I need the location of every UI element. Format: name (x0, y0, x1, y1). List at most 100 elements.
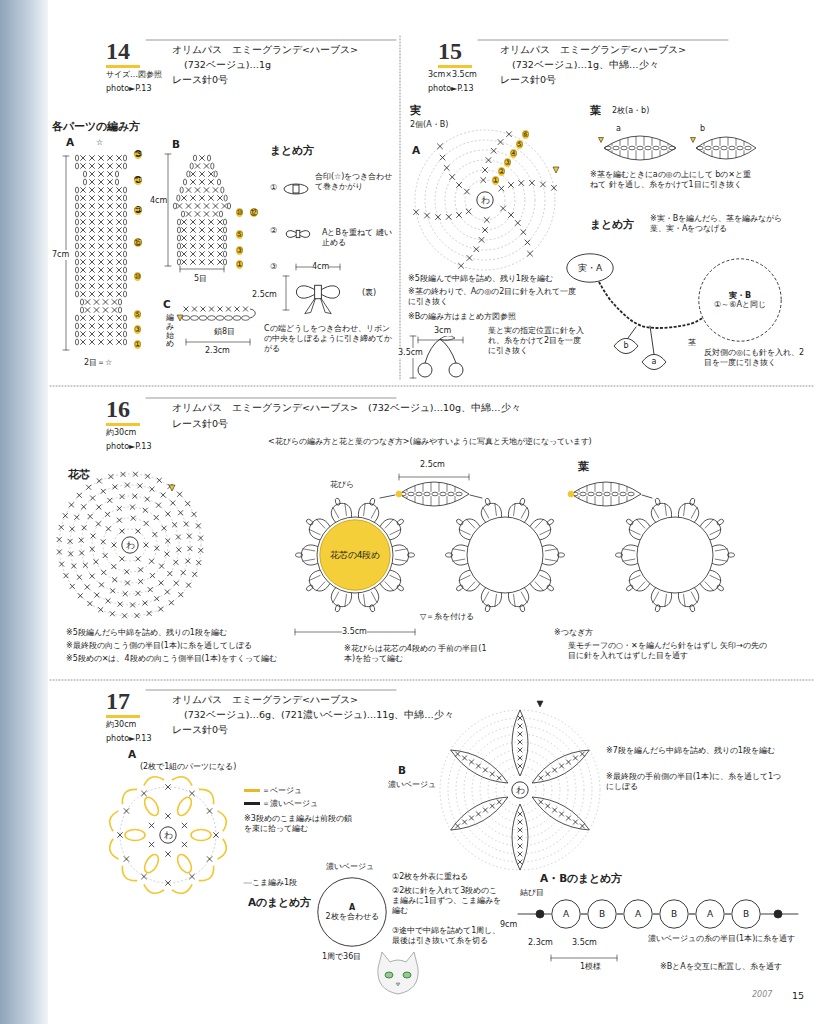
stitch-line (63, 156, 69, 157)
stitch-line (235, 307, 239, 311)
step-number: ② (270, 226, 277, 236)
stitch-line (81, 212, 86, 217)
note-text: ③途中で中綿を詰めて1周し、最後は引き抜いて糸を切る (392, 926, 504, 946)
stitch-line (118, 602, 122, 606)
chain-stitch (199, 316, 207, 321)
stitch-line (94, 308, 99, 313)
stitch-line (117, 220, 122, 225)
heading-text: A・Bのまとめ方 (540, 872, 622, 885)
stitch-line (476, 764, 480, 768)
note-text: 濃いベージュ (326, 862, 374, 872)
stitch-line (117, 332, 122, 337)
stitch-line (182, 842, 187, 847)
stitch-line (179, 592, 183, 596)
heading-text: 葉 (578, 460, 589, 473)
stitch-line (399, 477, 469, 478)
note-text: ※7段を編んだら中綿を詰め、残りの1段を編む (606, 746, 786, 756)
stitch-line (118, 602, 122, 606)
stitch-line (90, 244, 95, 249)
note-text: ※最終段の向こう側の半目(1本)に糸を通してしぼる (66, 641, 252, 651)
stitch-line (573, 820, 577, 824)
stitch-line (81, 188, 86, 193)
chain-stitch (613, 146, 619, 150)
ring-guide (435, 150, 535, 250)
stitch-line (138, 579, 142, 583)
stitch-line (444, 165, 449, 170)
stitch-line (99, 172, 104, 177)
stitch-line (90, 340, 95, 345)
chain-stitch (177, 235, 180, 241)
stitch-line (474, 247, 479, 252)
stitch-line (145, 474, 149, 478)
stitch-line (553, 808, 557, 812)
stitch-line (191, 172, 196, 177)
stitch-line (506, 132, 511, 137)
stitch-line (96, 522, 100, 526)
material-text: 15 (792, 990, 804, 1002)
stitch-line (159, 564, 163, 568)
stitch-line (459, 263, 464, 268)
stitch-line (579, 497, 580, 499)
stitch-line (177, 492, 181, 496)
stitch-line (103, 553, 107, 557)
stitch-line (108, 172, 113, 177)
stitch-line (109, 474, 113, 478)
stitch-line (187, 534, 191, 538)
stitch-line (108, 324, 113, 329)
stitch-line (455, 497, 456, 502)
thread-link (581, 913, 587, 914)
stitch-line (143, 508, 147, 512)
stitch-line (154, 515, 158, 519)
stitch-line (186, 559, 190, 563)
stitch-line (491, 148, 496, 153)
stitch-line (111, 589, 115, 593)
stitch-line (546, 772, 550, 776)
note-text: 3cm (434, 326, 451, 336)
stitch-line (99, 164, 104, 169)
stitch-line (498, 140, 503, 145)
stitch-line (587, 497, 588, 502)
node-text-box: b (613, 338, 639, 354)
stitch-line (90, 212, 95, 217)
stitch-line (88, 601, 92, 605)
arm-outline (451, 797, 508, 830)
row-number: ③ (134, 325, 141, 334)
stitch-line (90, 284, 95, 289)
stitch-line (501, 206, 506, 211)
stitch-line (117, 316, 122, 321)
stitch-line (518, 748, 522, 752)
stitch-line (660, 140, 661, 145)
stitch-line (195, 212, 200, 217)
stitch-line (155, 546, 159, 550)
stitch-line (81, 324, 86, 329)
stitch-line (97, 479, 101, 483)
stitch-line (57, 550, 61, 554)
row-number: ⑤ (236, 230, 243, 239)
stitch-line (587, 486, 588, 491)
stitch-line (192, 512, 196, 516)
stitch-line (136, 557, 140, 561)
stitch-line (72, 564, 76, 568)
chain-stitch (219, 211, 222, 217)
stitch-line (166, 785, 171, 790)
ring-guide (445, 160, 525, 240)
leaf-shape (642, 354, 666, 369)
stitch-line (566, 816, 570, 820)
stitch-line (518, 836, 522, 840)
stitch-line (529, 180, 534, 185)
node-label: a (652, 357, 657, 366)
note-text: ☆ (96, 138, 103, 148)
stitch-line (85, 585, 89, 589)
chain-stitch (737, 146, 743, 150)
stitch-line (508, 183, 513, 188)
stitch-line (463, 337, 464, 343)
stitch-line (136, 591, 140, 595)
chain-stitch (75, 275, 78, 281)
arm-outline (532, 797, 589, 830)
stitch-line (108, 228, 113, 233)
stitch-line (474, 247, 479, 252)
stitch-line (90, 228, 95, 233)
stitch-line (108, 332, 113, 337)
chain-stitch (75, 219, 78, 225)
